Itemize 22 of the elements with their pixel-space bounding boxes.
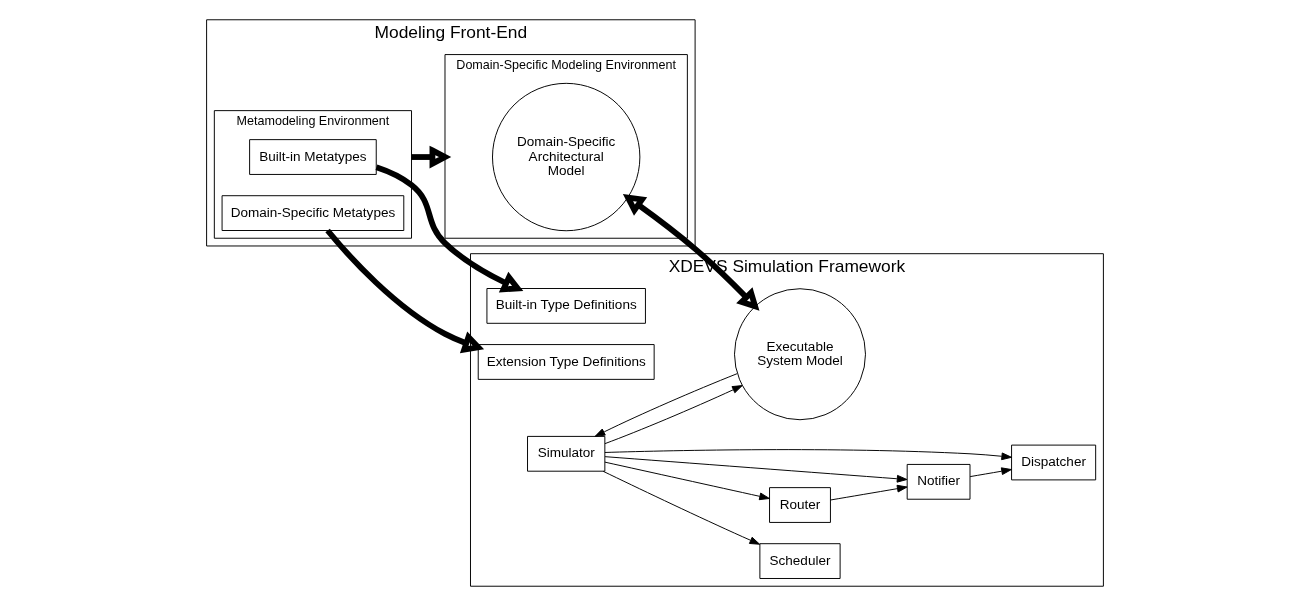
arrow [604, 456, 907, 483]
node-box: Extension Type Definitions [477, 344, 655, 380]
arrow [602, 470, 760, 545]
arrow [829, 484, 908, 501]
node-circle: Domain-Specific Architectural Model [491, 82, 640, 232]
arrow [324, 228, 484, 354]
arrow [603, 385, 743, 445]
node-box: Router [768, 487, 831, 523]
arrow [603, 461, 770, 501]
arrow [594, 373, 737, 437]
node-box: Built-in Metatypes [248, 139, 377, 175]
arrow [603, 449, 1012, 461]
node-box: Simulator [526, 435, 605, 472]
arrow [411, 145, 451, 169]
node-box: Domain-Specific Metatypes [221, 195, 404, 231]
node-box: Scheduler [758, 543, 841, 579]
node-box: Dispatcher [1010, 444, 1096, 481]
node-box: Built-in Type Definitions [485, 288, 646, 324]
arrow [622, 193, 759, 311]
node-box: Notifier [906, 463, 970, 500]
arrow [969, 467, 1012, 478]
arrow [375, 164, 523, 293]
